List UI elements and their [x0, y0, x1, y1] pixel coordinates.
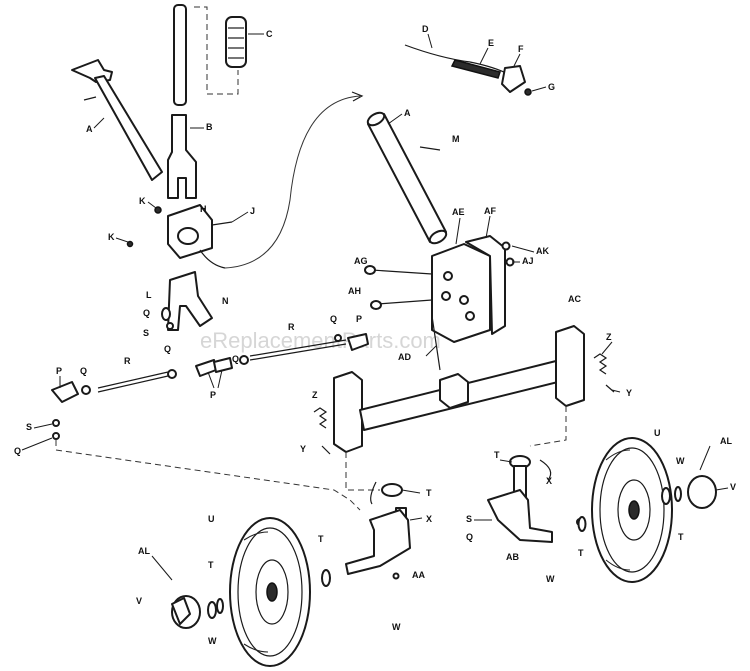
left-linkage — [51, 333, 369, 440]
washer-left — [321, 569, 331, 587]
label-w-3: W — [392, 622, 401, 632]
label-a-1: A — [86, 124, 93, 134]
label-u-2: U — [654, 428, 661, 438]
label-d: D — [422, 24, 429, 34]
right-wheel — [591, 437, 673, 583]
label-r-2: R — [124, 356, 131, 366]
label-aj: AJ — [522, 256, 534, 266]
label-z-1: Z — [606, 332, 612, 342]
spring-z-right — [593, 353, 615, 393]
left-hubcap — [171, 595, 224, 629]
label-v-2: V — [730, 482, 736, 492]
label-s-3: S — [466, 514, 472, 524]
label-b: B — [206, 122, 213, 132]
label-n: N — [222, 296, 229, 306]
label-c: C — [266, 29, 273, 39]
leader-lines — [21, 33, 729, 581]
label-ak: AK — [536, 246, 549, 256]
height-adjust-plates — [364, 235, 515, 343]
label-s-1: S — [143, 328, 149, 338]
label-al-1: AL — [138, 546, 150, 556]
label-r-1: R — [288, 322, 295, 332]
label-t-5: T — [318, 534, 324, 544]
washer-right — [577, 516, 587, 532]
label-f: F — [518, 44, 524, 54]
label-ad: AD — [398, 352, 411, 362]
label-e: E — [488, 38, 494, 48]
label-w-1: W — [546, 574, 555, 584]
label-t-2: T — [578, 548, 584, 558]
callout-labels: A B C D E F G A M K K H J AE AF AG AH AJ… — [14, 24, 736, 646]
label-h: H — [200, 204, 207, 214]
label-t-6: T — [678, 532, 684, 542]
label-w-2: W — [208, 636, 217, 646]
label-ac: AC — [568, 294, 581, 304]
label-q-7: Q — [466, 532, 473, 542]
label-z-2: Z — [312, 390, 318, 400]
grip-c — [225, 16, 247, 68]
label-af: AF — [484, 206, 496, 216]
left-wheel — [229, 517, 311, 667]
label-aa: AA — [412, 570, 425, 580]
label-y-1: Y — [626, 388, 632, 398]
bracket-n — [161, 271, 213, 331]
label-p-1: P — [356, 314, 362, 324]
label-t-1: T — [494, 450, 500, 460]
label-t-3: T — [208, 560, 214, 570]
handle-tube-a — [366, 111, 448, 245]
label-l: L — [146, 290, 152, 300]
label-q-4: Q — [80, 366, 87, 376]
label-ab: AB — [506, 552, 519, 562]
label-k-2: K — [108, 232, 115, 242]
label-j: J — [250, 206, 255, 216]
clamp-h — [126, 204, 233, 269]
label-w-4: W — [676, 456, 685, 466]
watermark: eReplacementParts.com — [200, 328, 441, 353]
label-s-2: S — [26, 422, 32, 432]
label-p-2: P — [210, 390, 216, 400]
axle-frame — [333, 315, 585, 453]
right-wheel-bracket — [487, 455, 584, 543]
label-ag: AG — [354, 256, 368, 266]
spring-z-left — [313, 407, 331, 455]
label-m: M — [452, 134, 460, 144]
label-x-2: X — [426, 514, 432, 524]
label-ae: AE — [452, 207, 465, 217]
right-hubcap — [661, 475, 717, 509]
label-x-1: X — [546, 476, 552, 486]
left-wheel-bracket — [345, 481, 411, 580]
label-q-1: Q — [143, 308, 150, 318]
label-q-3: Q — [164, 344, 171, 354]
label-p-3: P — [56, 366, 62, 376]
handle-bar-left — [71, 59, 163, 181]
label-g: G — [548, 82, 555, 92]
label-t-4: T — [426, 488, 432, 498]
label-a-2: A — [404, 108, 411, 118]
label-v-1: V — [136, 596, 142, 606]
label-q-6: Q — [232, 354, 239, 364]
label-q-2: Q — [330, 314, 337, 324]
label-y-2: Y — [300, 444, 306, 454]
label-q-5: Q — [14, 446, 21, 456]
throttle-cable — [404, 44, 532, 96]
label-al-2: AL — [720, 436, 732, 446]
label-ah: AH — [348, 286, 361, 296]
label-u-1: U — [208, 514, 215, 524]
handle-tube-b — [167, 4, 197, 199]
label-k-1: K — [139, 196, 146, 206]
